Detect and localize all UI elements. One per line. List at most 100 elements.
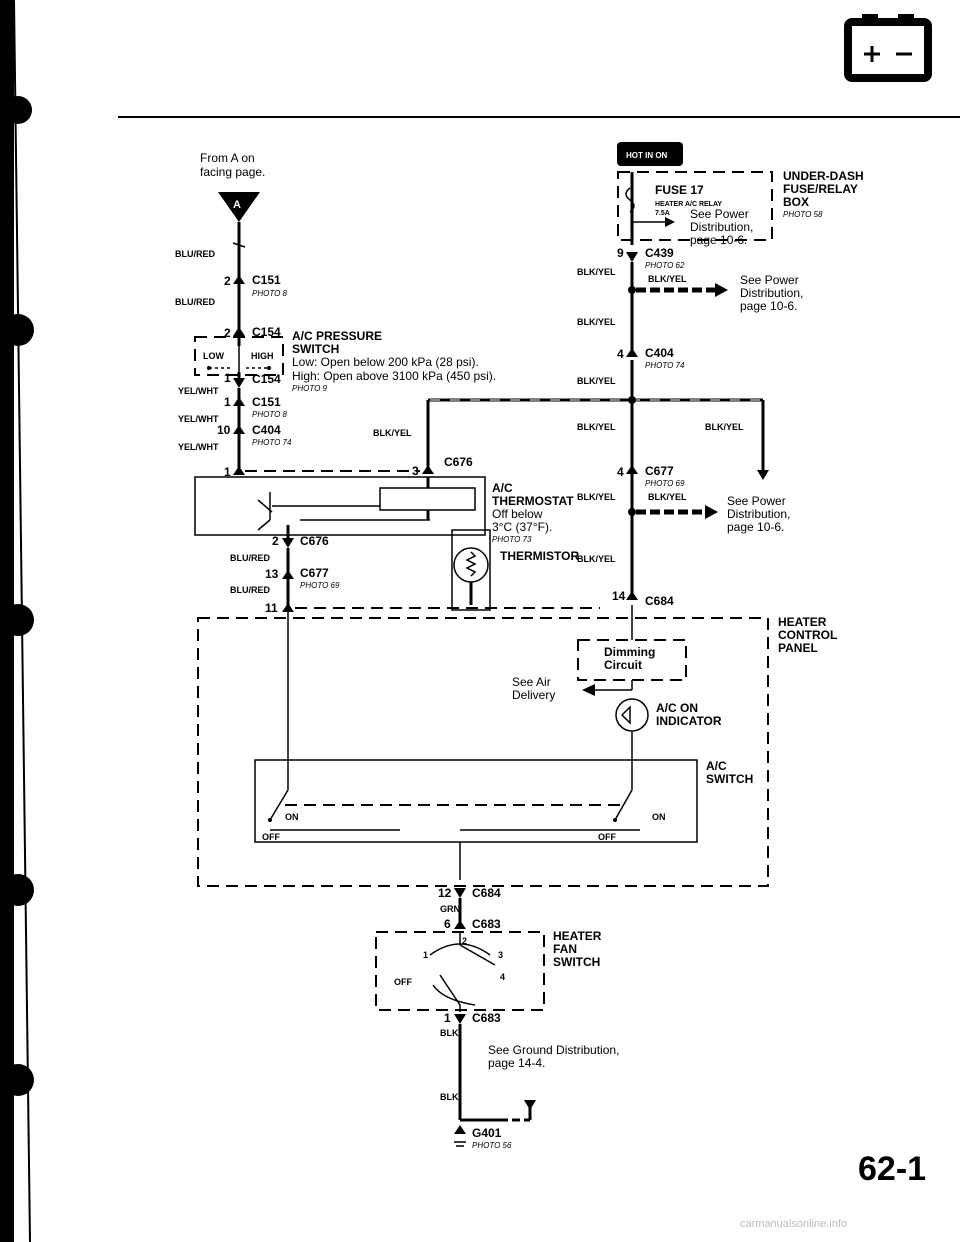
diagram-label: 3 [498, 950, 503, 960]
ground-wire: 1 C683 BLK BLK [440, 1011, 536, 1147]
thermistor [451, 529, 491, 611]
thermostat-temp: 3°C (37°F). [492, 520, 552, 534]
connector-c677a: C677 [300, 566, 329, 580]
diagram-label: 2 [224, 274, 231, 288]
diagram-label: BLK/YEL [577, 554, 616, 564]
page-number: 62-1 [858, 1150, 926, 1188]
dimming-circuit-2: Circuit [604, 658, 642, 672]
diagram-label: page 10-6. [727, 520, 784, 534]
pressure-switch-title-2: SWITCH [292, 342, 339, 356]
diagram-label: BLK [440, 1092, 459, 1102]
fuse-box-title-3: BOX [783, 195, 809, 209]
connector-c676b: C676 [300, 534, 329, 548]
diagram-label: 1 [224, 465, 231, 479]
diagram-label: PHOTO 58 [783, 210, 823, 219]
diagram-label: HOT IN ON [626, 151, 668, 160]
dimming-circuit-1: Dimming [604, 645, 655, 659]
wire-yel-wht-2: YEL/WHT [178, 414, 219, 424]
connector-c151a: C151 [252, 273, 281, 287]
diagram-label: 1 [423, 950, 428, 960]
fuse-box-title-2: FUSE/RELAY [783, 182, 858, 196]
air-delivery-1: See Air [512, 675, 551, 689]
diagram-label: PHOTO 74 [645, 361, 685, 370]
diagram-label: See Power [740, 273, 799, 287]
heater-panel-title-3: PANEL [778, 641, 818, 655]
diagram-label: BLK/YEL [648, 274, 687, 284]
diagram-label: See Power [727, 494, 786, 508]
battery-icon [844, 14, 932, 82]
diagram-label: HEATER A/C RELAY [655, 201, 722, 208]
left-wire-lower: 2 C676 BLU/RED 13 C677 PHOTO 69 BLU/RED … [230, 534, 340, 615]
wire-blu-red-2: BLU/RED [175, 297, 215, 307]
from-text-1: From A on [200, 151, 255, 165]
diagram-label: See Power [690, 207, 749, 221]
left-wire-middle: 1 C154 YEL/WHT 1 C151 PHOTO 8 YEL/WHT 10… [178, 371, 292, 479]
indicator-2: INDICATOR [656, 714, 722, 728]
diagram-label: PHOTO 56 [472, 1141, 512, 1150]
thermostat-box [194, 476, 486, 545]
fan-wire-upper: 12 C684 GRN 6 C683 [438, 886, 501, 931]
fan-switch-title-3: SWITCH [553, 955, 600, 969]
thermostat-title-2: THERMOSTAT [492, 494, 574, 508]
pressure-switch-low: Low: Open below 200 kPa (28 psi). [292, 355, 479, 369]
footer-watermark: carmanualsonline.info [740, 1218, 848, 1230]
diagram-label: 6 [444, 917, 451, 931]
diagram-label: 4 [500, 972, 505, 982]
diagram-label: BLK/YEL [373, 428, 412, 438]
air-delivery-2: Delivery [512, 688, 555, 702]
diagram-label: OFF [394, 977, 412, 987]
binding-strip [0, 0, 34, 1242]
connector-c404a: C404 [252, 423, 281, 437]
diagram-label: BLK/YEL [577, 376, 616, 386]
fan-switch-title-2: FAN [553, 942, 577, 956]
diagram-label: 12 [438, 886, 452, 900]
from-text-2: facing page. [200, 165, 265, 179]
ground-g401: G401 [472, 1126, 502, 1140]
diagram-label: BLK/YEL [577, 267, 616, 277]
diagram-label: 14 [612, 589, 626, 603]
diagram-label: PHOTO 8 [252, 289, 288, 298]
diagram-label: BLK/YEL [648, 492, 687, 502]
diagram-label: BLK/YEL [577, 317, 616, 327]
connector-c154a: C154 [252, 325, 281, 339]
thermistor-label: THERMISTOR [500, 549, 579, 563]
diagram-label: PHOTO 74 [252, 438, 292, 447]
pressure-switch-title-1: A/C PRESSURE [292, 329, 382, 343]
diagram-label: 1 [224, 395, 231, 409]
diagram-label: 7.5A [655, 210, 670, 217]
ac-switch-1: A/C [706, 759, 727, 773]
heater-panel-title-2: CONTROL [778, 628, 837, 642]
connector-c683b: C683 [472, 1011, 501, 1025]
heater-control-panel [197, 605, 769, 887]
diagram-label: page 10-6. [690, 233, 747, 247]
diagram-label: ON [285, 812, 299, 822]
diagram-label: Distribution, [740, 286, 803, 300]
connector-c404b: C404 [645, 346, 674, 360]
connector-c684b: C684 [472, 886, 501, 900]
diagram-label: BLK/YEL [577, 492, 616, 502]
connector-c684a: C684 [645, 594, 674, 608]
pressure-switch-high: High: Open above 3100 kPa (450 psi). [292, 369, 496, 383]
diagram-label: Distribution, [727, 507, 790, 521]
diagram-label: HIGH [251, 351, 274, 361]
wire-blu-red-4: BLU/RED [230, 585, 270, 595]
fan-switch-title-1: HEATER [553, 929, 602, 943]
diagram-label: page 10-6. [740, 299, 797, 313]
diagram-label: PHOTO 62 [645, 261, 685, 270]
diagram-label: PHOTO 69 [645, 479, 685, 488]
diagram-label: 2 [272, 534, 279, 548]
diagram-label: 10 [217, 423, 231, 437]
thermostat-off: Off below [492, 507, 543, 521]
fuse-box-title-1: UNDER-DASH [783, 169, 864, 183]
connector-c683a: C683 [472, 917, 501, 931]
right-wire-lower: BLK/YEL 4 C677 PHOTO 69 BLK/YEL BLK/YEL … [577, 400, 769, 608]
ac-switch-2: SWITCH [706, 772, 753, 786]
diagram-label: PHOTO 8 [252, 410, 288, 419]
wire-yel-wht-3: YEL/WHT [178, 442, 219, 452]
connector-c439: C439 [645, 246, 674, 260]
diagram-label: BLK/YEL [705, 422, 744, 432]
heater-panel-title-1: HEATER [778, 615, 827, 629]
connector-c151b: C151 [252, 395, 281, 409]
diagram-label: ON [652, 812, 666, 822]
